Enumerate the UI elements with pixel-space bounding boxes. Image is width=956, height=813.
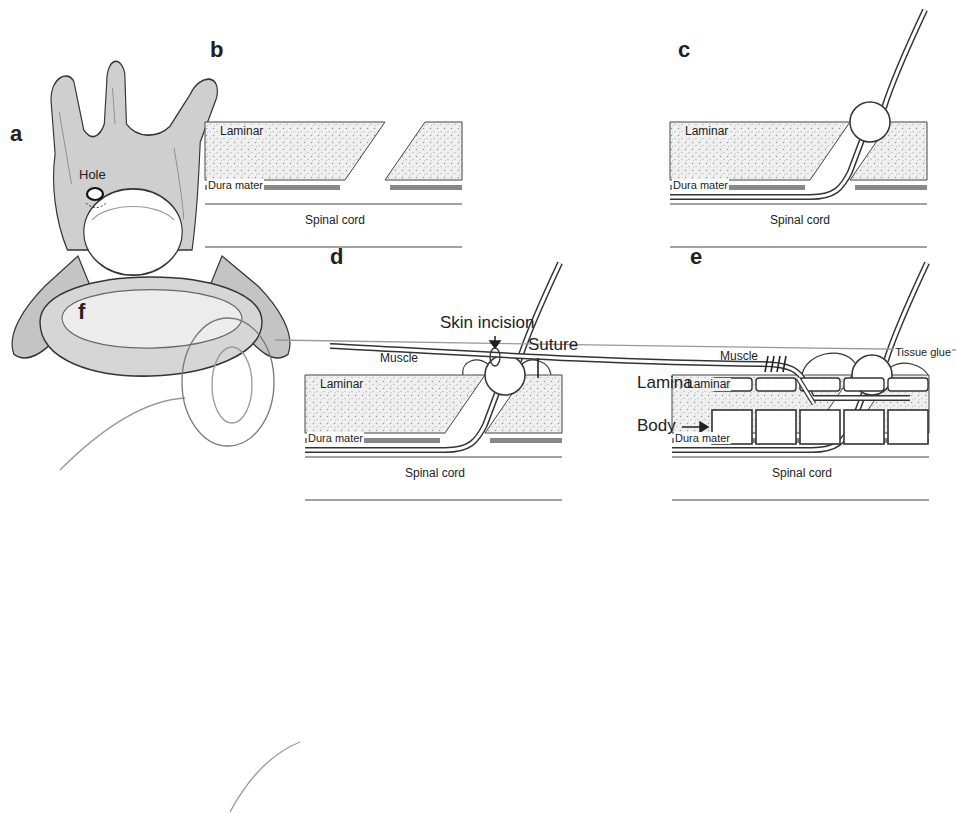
callout-label: Lamina (637, 374, 693, 393)
part-label: Laminar (219, 125, 264, 138)
panel-letter: f (78, 300, 85, 324)
panel-d (305, 375, 562, 500)
part-label: Tissue glue (894, 346, 952, 358)
body-outline (60, 318, 956, 812)
tissue-glue (891, 363, 928, 375)
catheter (670, 10, 925, 197)
panel-letter: e (690, 245, 702, 269)
panel-c (670, 122, 927, 247)
part-label: Spinal cord (770, 214, 830, 227)
muscle (802, 353, 855, 375)
lamina-row (712, 378, 928, 391)
part-label: Muscle (720, 350, 758, 363)
part-label: Dura mater (672, 179, 729, 191)
part-label: Laminar (319, 378, 364, 391)
callout-label: Body (637, 417, 676, 436)
part-label: Laminar (684, 125, 729, 138)
part-label: Spinal cord (405, 467, 465, 480)
panel-letter: b (210, 38, 223, 62)
panel-letter: d (330, 245, 343, 269)
part-label: Spinal cord (305, 214, 365, 227)
part-label: Spinal cord (772, 467, 832, 480)
panel-b (205, 122, 462, 247)
callout-label: Suture (528, 336, 578, 355)
part-label: Hole (78, 168, 107, 182)
catheter (330, 346, 910, 398)
part-label: Laminar (686, 378, 731, 391)
panel-e (672, 375, 929, 500)
part-label: Dura mater (207, 179, 264, 191)
body-row (712, 410, 928, 444)
incision (490, 348, 500, 366)
leader-arrows (490, 336, 710, 432)
part-label: Muscle (380, 352, 418, 365)
part-label: Dura mater (674, 432, 731, 444)
catheter (672, 263, 927, 450)
vertebra (12, 61, 290, 376)
callout-label: Skin incision (440, 314, 535, 333)
panel-letter: a (10, 122, 22, 146)
part-label: Dura mater (307, 432, 364, 444)
panel-letter: c (678, 38, 690, 62)
